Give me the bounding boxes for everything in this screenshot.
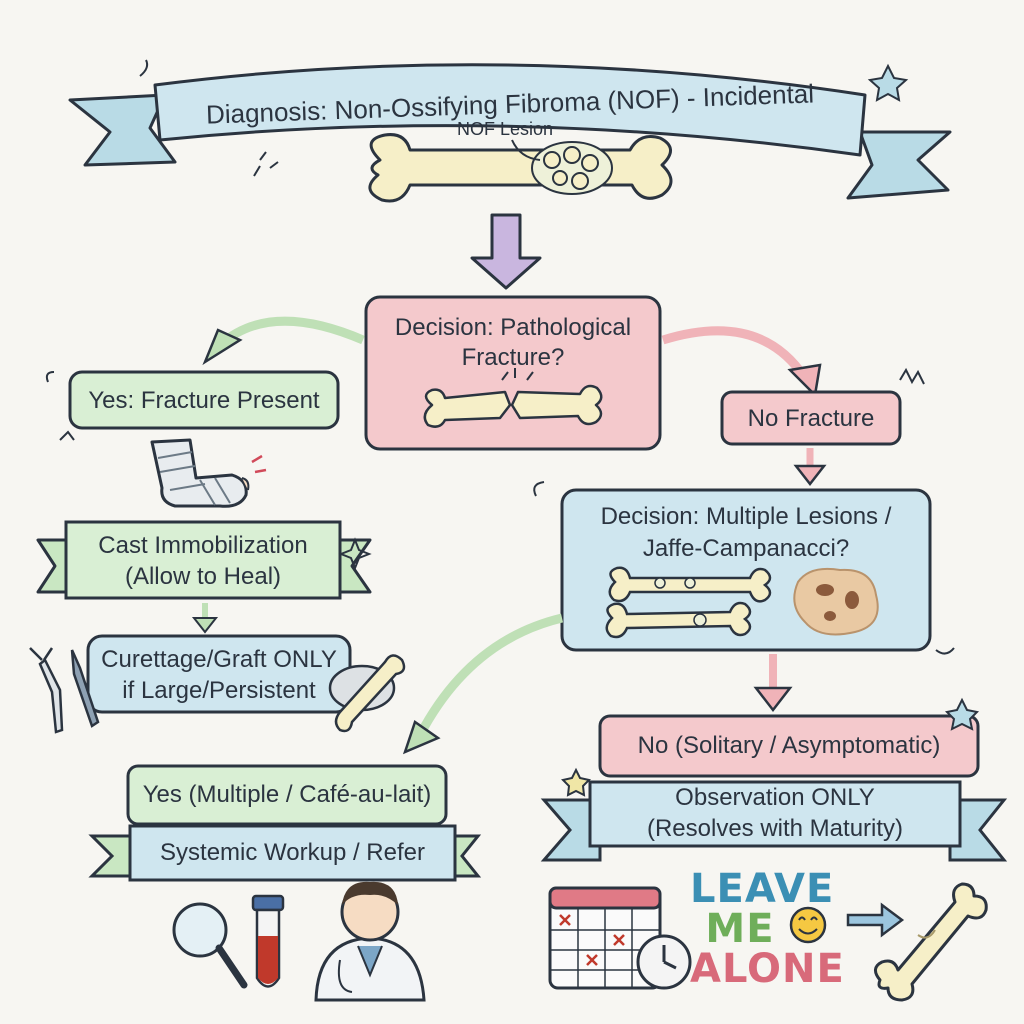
surgical-tools-icon (29, 647, 100, 734)
curettage-line-1: Curettage/Graft ONLY (101, 646, 337, 673)
multiple-lesion-bones-icon (605, 566, 772, 639)
systemic-label: Systemic Workup / Refer (160, 839, 425, 866)
observation-line-1: Observation ONLY (675, 784, 875, 811)
blood-tube-icon (251, 894, 285, 988)
no-solitary-box (598, 714, 980, 778)
leave-me-alone-line-1: LEAVE (690, 866, 835, 912)
no-solitary-label: No (Solitary / Asymptomatic) (637, 732, 941, 759)
leave-me-alone-line-3: ALONE (690, 946, 845, 992)
magnifier-icon (172, 902, 248, 989)
arrow-yes-multiple (416, 613, 564, 738)
nof-bone-icon (368, 133, 673, 203)
no-fracture-label: No Fracture (747, 405, 875, 432)
cast-line-1: Cast Immobilization (98, 532, 308, 559)
arrow-yes-fracture (216, 316, 365, 349)
down-arrow-main (470, 213, 542, 290)
cast-line-2: (Allow to Heal) (124, 563, 282, 590)
observation-line-2: (Resolves with Maturity) (646, 815, 904, 842)
clock-icon (636, 934, 692, 990)
arrow-no-fracture (661, 326, 809, 381)
yes-multiple-label: Yes (Multiple / Café-au-lait) (142, 781, 432, 808)
curettage-line-2: if Large/Persistent (122, 677, 316, 704)
healed-bone-icon (874, 882, 988, 1002)
yes-multiple-box (126, 764, 448, 826)
doctor-icon (314, 881, 426, 1002)
leave-me-alone-line-2: ME (705, 906, 775, 952)
lesion-leader-line (511, 139, 541, 161)
systemic-banner (88, 824, 482, 882)
casted-leg-icon (150, 438, 267, 508)
smiley-icon (789, 906, 827, 944)
cast-banner (36, 520, 372, 600)
arrow-to-healed-bone (846, 902, 905, 938)
calendar-icon (548, 886, 662, 990)
graft-bone-icon (328, 654, 406, 733)
title-banner (68, 63, 952, 200)
broken-bone-icon (423, 368, 603, 428)
nof-lesion-label: NOF Lesion (456, 119, 554, 139)
sparkle-icon (45, 59, 980, 797)
no-fracture-box (720, 390, 902, 446)
decision-fracture-label: Decision: Pathological Fracture? (394, 314, 632, 371)
decision-multiple-line-1: Decision: Multiple Lesions / (600, 503, 892, 530)
spotted-patch-icon (793, 567, 879, 636)
decision-multiple-line-2: Jaffe-Campanacci? (642, 535, 850, 562)
yes-fracture-label: Yes: Fracture Present (88, 387, 320, 414)
yes-fracture-box (68, 370, 340, 430)
observation-banner (540, 780, 1008, 862)
